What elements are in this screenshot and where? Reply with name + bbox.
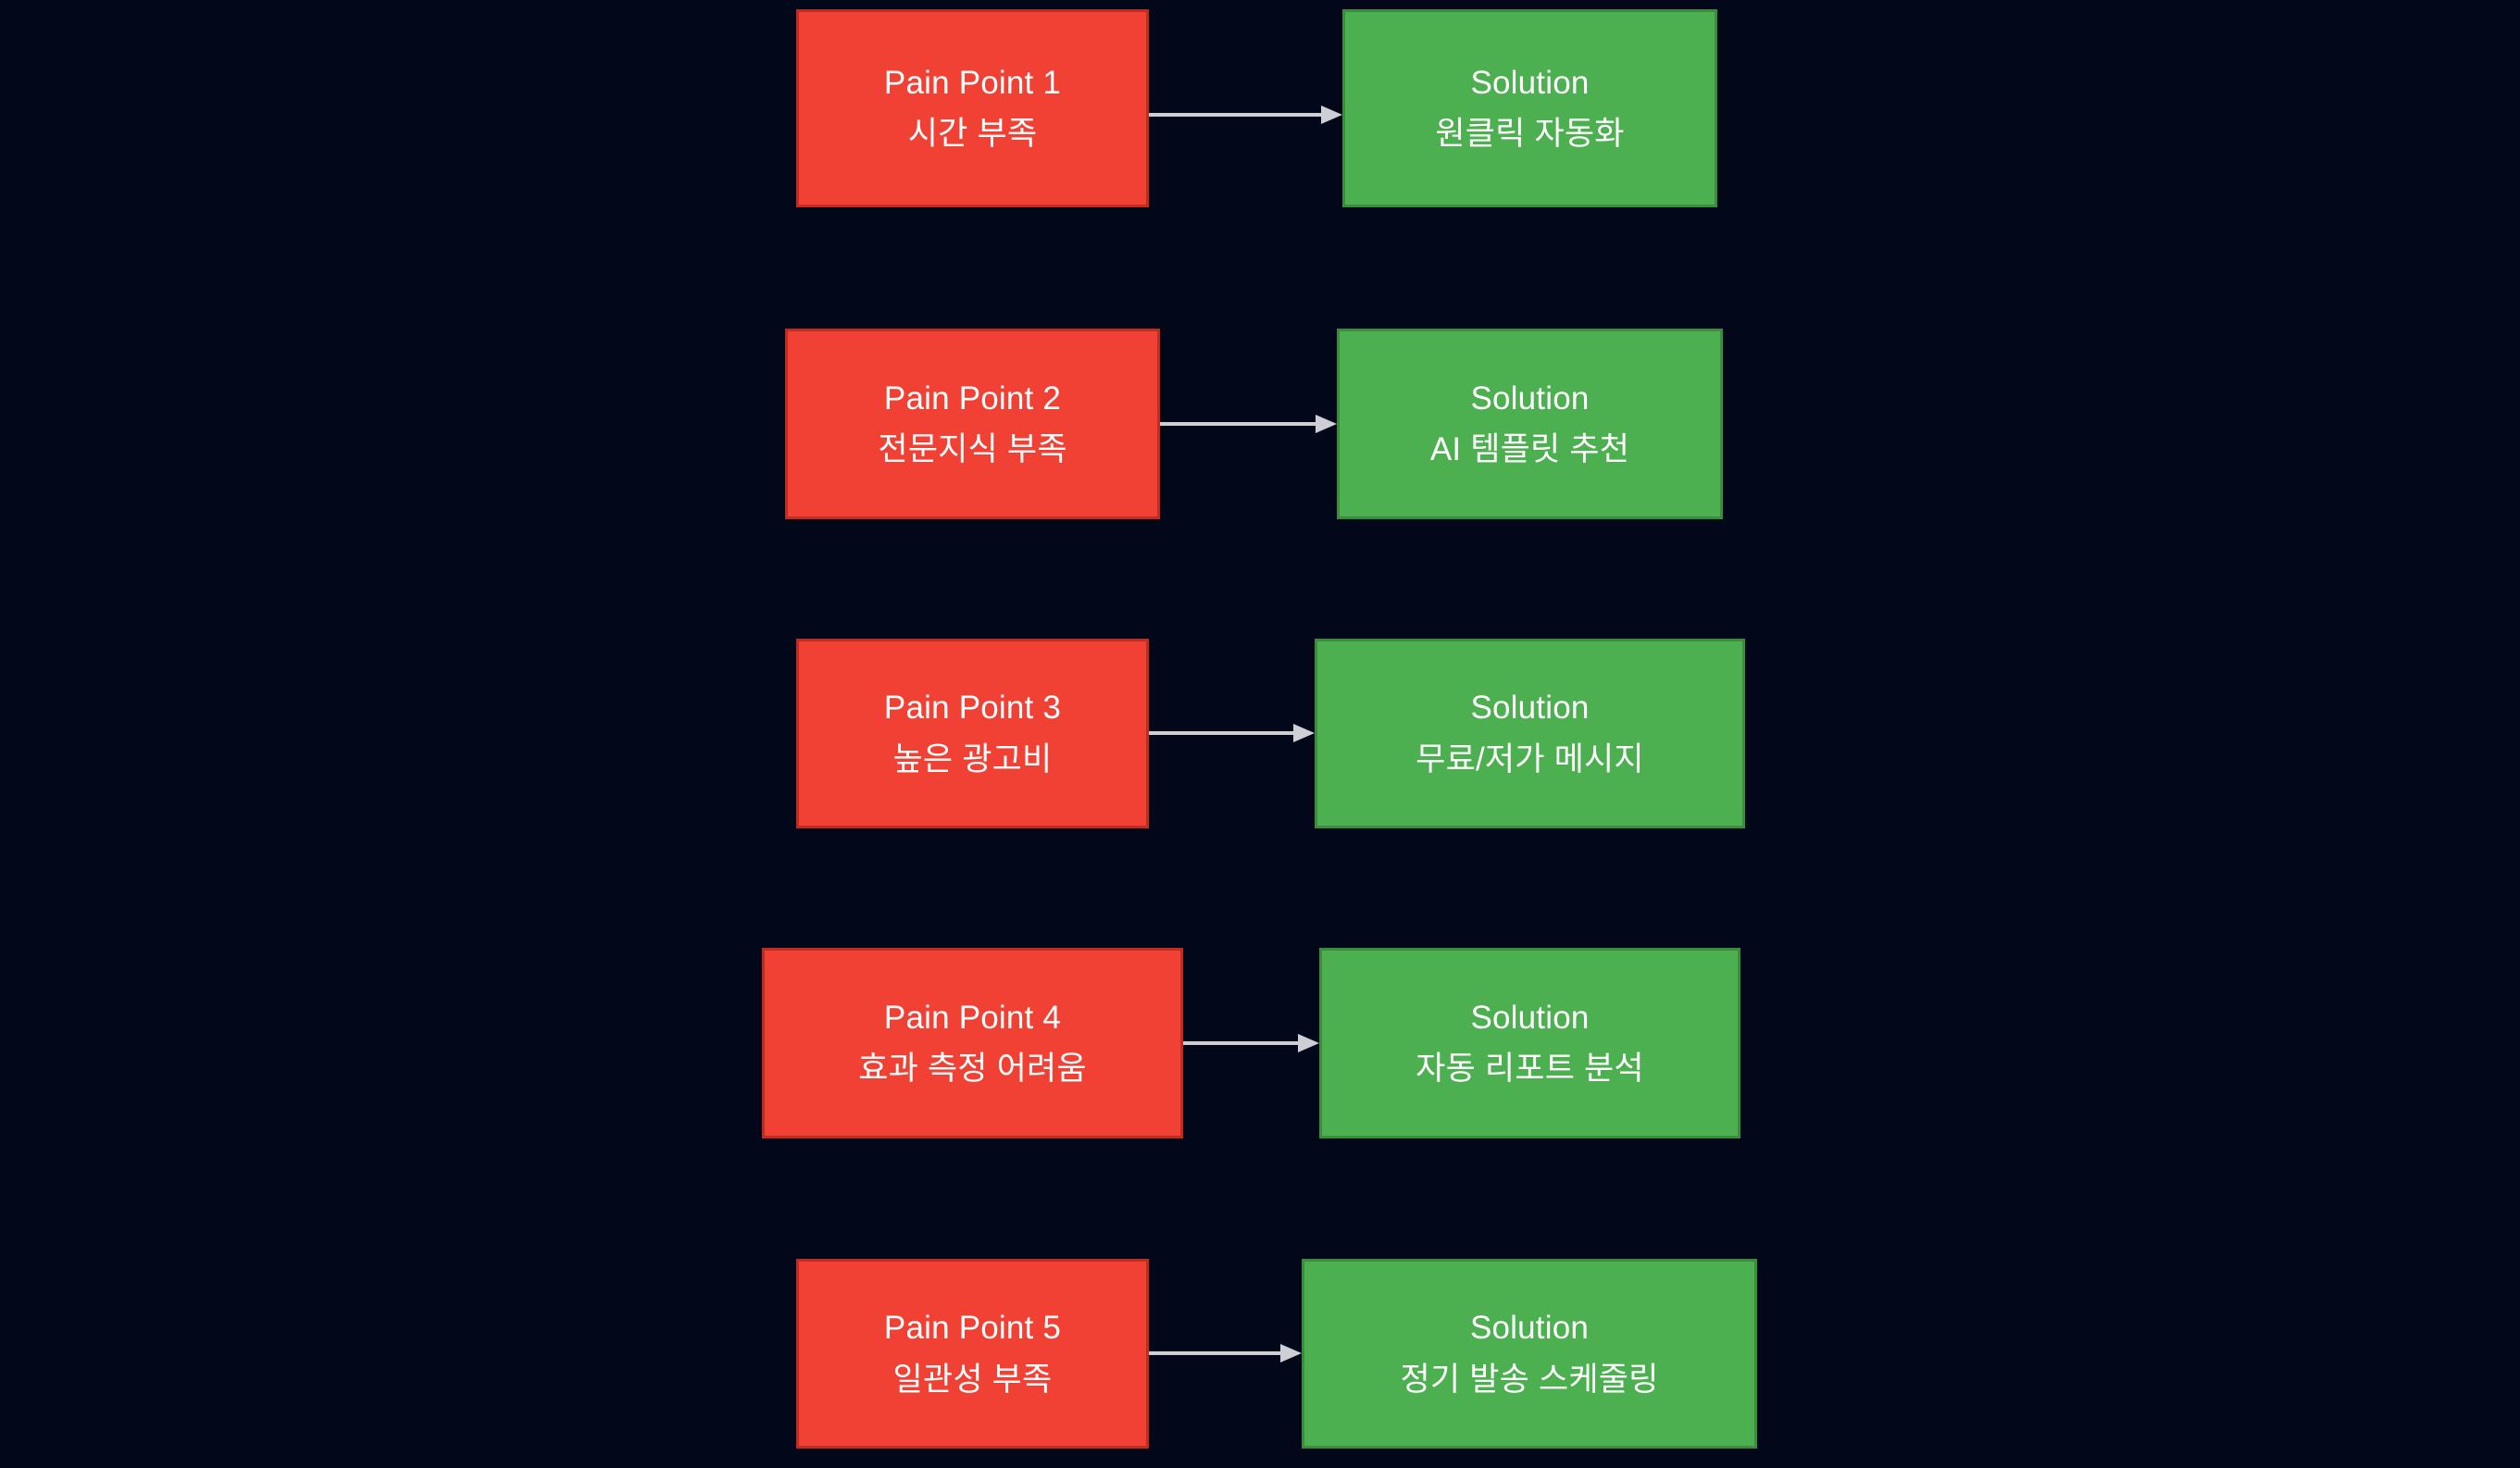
flow-arrow-icon — [1183, 1034, 1319, 1052]
pain-point-box[interactable]: Pain Point 4 효과 측정 어려움 — [762, 948, 1183, 1138]
solution-title: Solution — [1469, 1310, 1590, 1346]
solution-box[interactable]: Solution 자동 리포트 분석 — [1319, 948, 1740, 1138]
pain-point-box[interactable]: Pain Point 2 전문지식 부족 — [785, 329, 1160, 519]
solution-title: Solution — [1470, 999, 1590, 1036]
pain-point-title: Pain Point 2 — [883, 379, 1062, 417]
pain-point-title: Pain Point 5 — [883, 1310, 1062, 1346]
pain-point-title: Pain Point 4 — [883, 999, 1062, 1036]
pain-point-title: Pain Point 3 — [883, 690, 1062, 726]
pain-point-subtitle: 전문지식 부족 — [878, 431, 1067, 467]
solution-title: Solution — [1470, 379, 1590, 417]
solution-box[interactable]: Solution 원클릭 자동화 — [1342, 9, 1717, 207]
solution-box[interactable]: Solution 무료/저가 메시지 — [1315, 639, 1745, 828]
pain-point-box[interactable]: Pain Point 1 시간 부족 — [796, 9, 1149, 207]
flow-arrow-icon — [1149, 1344, 1302, 1362]
solution-subtitle: AI 템플릿 추천 — [1429, 431, 1630, 467]
solution-box[interactable]: Solution AI 템플릿 추천 — [1337, 329, 1723, 519]
pain-point-title: Pain Point 1 — [883, 64, 1062, 101]
pain-point-box[interactable]: Pain Point 3 높은 광고비 — [796, 639, 1149, 828]
flow-arrow-icon — [1149, 106, 1342, 124]
pain-point-subtitle: 높은 광고비 — [892, 740, 1053, 778]
flow-arrow-icon — [1149, 724, 1315, 742]
solution-subtitle: 정기 발송 스케줄링 — [1400, 1361, 1659, 1398]
solution-title: Solution — [1470, 690, 1590, 726]
pain-point-box[interactable]: Pain Point 5 일관성 부족 — [796, 1259, 1149, 1449]
pain-point-subtitle: 효과 측정 어려움 — [858, 1051, 1087, 1087]
solution-title: Solution — [1470, 64, 1590, 101]
pain-point-subtitle: 시간 부족 — [907, 116, 1038, 152]
solution-subtitle: 자동 리포트 분석 — [1416, 1051, 1644, 1087]
solution-box[interactable]: Solution 정기 발송 스케줄링 — [1302, 1259, 1757, 1449]
solution-subtitle: 원클릭 자동화 — [1435, 116, 1625, 152]
solution-subtitle: 무료/저가 메시지 — [1416, 740, 1644, 778]
flow-arrow-icon — [1160, 415, 1337, 433]
pain-point-subtitle: 일관성 부족 — [892, 1361, 1053, 1398]
